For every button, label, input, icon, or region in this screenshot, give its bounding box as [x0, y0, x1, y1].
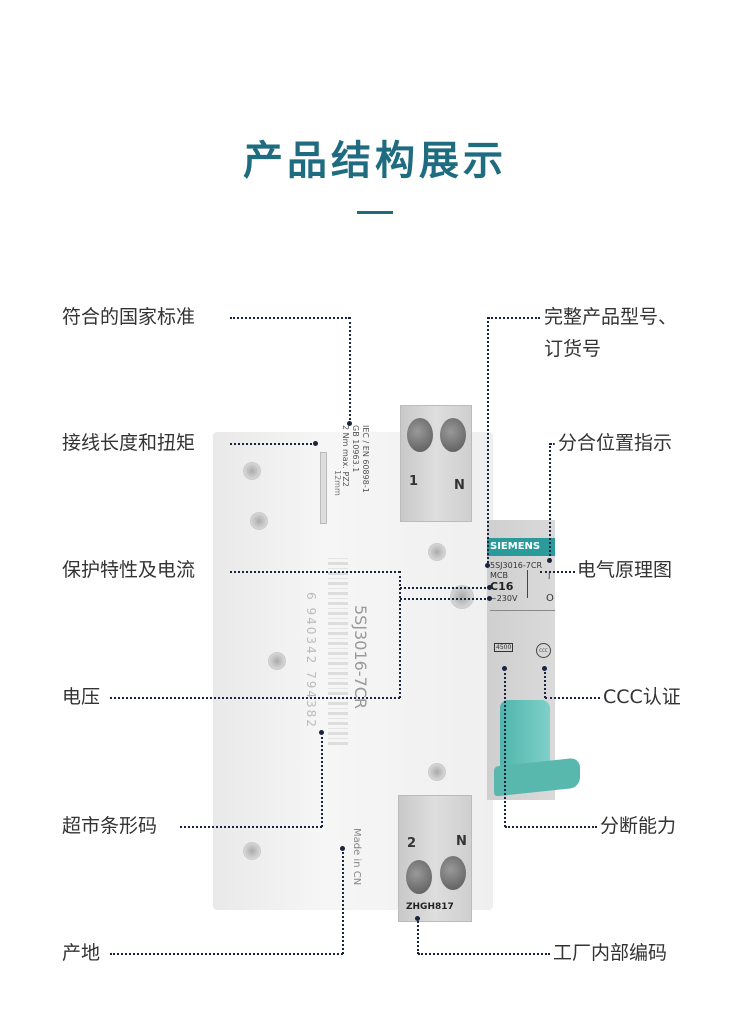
label-circuit-diagram: 电气原理图: [577, 559, 673, 581]
leader-dot: [502, 666, 507, 671]
leader-line: [110, 953, 343, 955]
leader-dot: [487, 596, 492, 601]
factory-code: ZHGH817: [406, 902, 454, 912]
leader-dot: [485, 563, 490, 568]
page-title: 产品结构展示: [243, 138, 507, 184]
screw-icon: [428, 763, 446, 781]
wire-length-text: 12mm: [333, 470, 342, 496]
leader-line: [342, 848, 344, 954]
terminal-hole: [407, 418, 433, 452]
leader-line: [230, 571, 400, 573]
terminal-hole: [440, 418, 466, 452]
label-voltage: 电压: [62, 686, 101, 708]
leader-dot: [415, 916, 420, 921]
leader-line: [399, 571, 401, 698]
leader-line: [504, 668, 506, 827]
terminal-label: 2: [407, 836, 417, 851]
standard-text: IEC / EN 60898-1 GB 10963.1 2 Nm max. PZ…: [340, 425, 370, 493]
leader-line: [488, 317, 540, 319]
leader-line: [321, 732, 323, 827]
label-origin: 产地: [62, 942, 101, 964]
leader-dot: [313, 441, 318, 446]
leader-line: [400, 598, 490, 600]
voltage: ~230V: [490, 594, 518, 603]
label-national-standard: 符合的国家标准: [62, 306, 196, 328]
standard-line: IEC / EN 60898-1: [361, 425, 370, 493]
screw-icon: [243, 462, 261, 480]
label-ccc-certification: CCC认证: [603, 686, 681, 708]
leader-line: [549, 443, 551, 560]
model-number: 5SJ3016-7CR: [490, 561, 543, 570]
brand-label: SIEMENS: [487, 538, 555, 556]
terminal-hole: [440, 856, 466, 890]
standard-line: GB 10963.1: [351, 425, 360, 473]
label-protection-current: 保护特性及电流: [62, 559, 196, 581]
terminal-hole: [406, 860, 432, 894]
screw-icon: [428, 543, 446, 561]
label-breaking-capacity: 分断能力: [600, 815, 677, 837]
label-factory-code: 工厂内部编码: [553, 942, 668, 964]
barcode: [328, 555, 348, 745]
switch-off-symbol: O: [546, 593, 554, 604]
leader-line: [540, 571, 575, 573]
wire-length-gauge: [320, 452, 327, 524]
switch-on-symbol: I: [548, 572, 551, 581]
terminal-label: N: [454, 478, 465, 493]
label-order-number: 订货号: [544, 338, 602, 360]
ccc-mark: CCC: [536, 643, 551, 658]
breaking-capacity: 4500: [494, 643, 514, 652]
side-model-number: 5SJ3016-7CR: [351, 605, 370, 710]
leader-line: [230, 443, 316, 445]
terminal-label: N: [456, 834, 467, 849]
leader-dot: [340, 846, 345, 851]
leader-line: [110, 697, 400, 699]
leader-dot: [547, 558, 552, 563]
leader-line: [180, 826, 322, 828]
barcode-number: 6 940342 794382: [304, 592, 318, 729]
leader-line: [544, 668, 546, 698]
screw-icon: [250, 512, 268, 530]
screw-icon: [268, 652, 286, 670]
leader-line: [230, 317, 350, 319]
origin-text: Made in CN: [351, 828, 362, 886]
screw-icon: [450, 585, 474, 609]
leader-line: [400, 587, 490, 589]
leader-line: [349, 317, 351, 424]
device-type: MCB: [490, 571, 508, 580]
panel-divider: [490, 610, 555, 611]
rating: C16: [490, 580, 514, 593]
leader-line: [550, 443, 555, 445]
leader-line: [505, 826, 597, 828]
leader-line: [545, 697, 600, 699]
screw-icon: [243, 842, 261, 860]
leader-dot: [487, 585, 492, 590]
leader-line: [417, 918, 419, 954]
leader-dot: [542, 666, 547, 671]
leader-line: [418, 953, 550, 955]
label-switch-position: 分合位置指示: [558, 432, 673, 454]
label-full-model: 完整产品型号、: [544, 306, 678, 328]
circuit-diagram-icon: [527, 570, 538, 598]
title-underline: [357, 211, 393, 214]
leader-dot: [347, 421, 352, 426]
label-barcode: 超市条形码: [62, 815, 158, 837]
terminal-label: 1: [409, 474, 419, 489]
label-wiring-length-torque: 接线长度和扭矩: [62, 432, 196, 454]
leader-dot: [319, 730, 324, 735]
leader-line: [487, 317, 489, 567]
